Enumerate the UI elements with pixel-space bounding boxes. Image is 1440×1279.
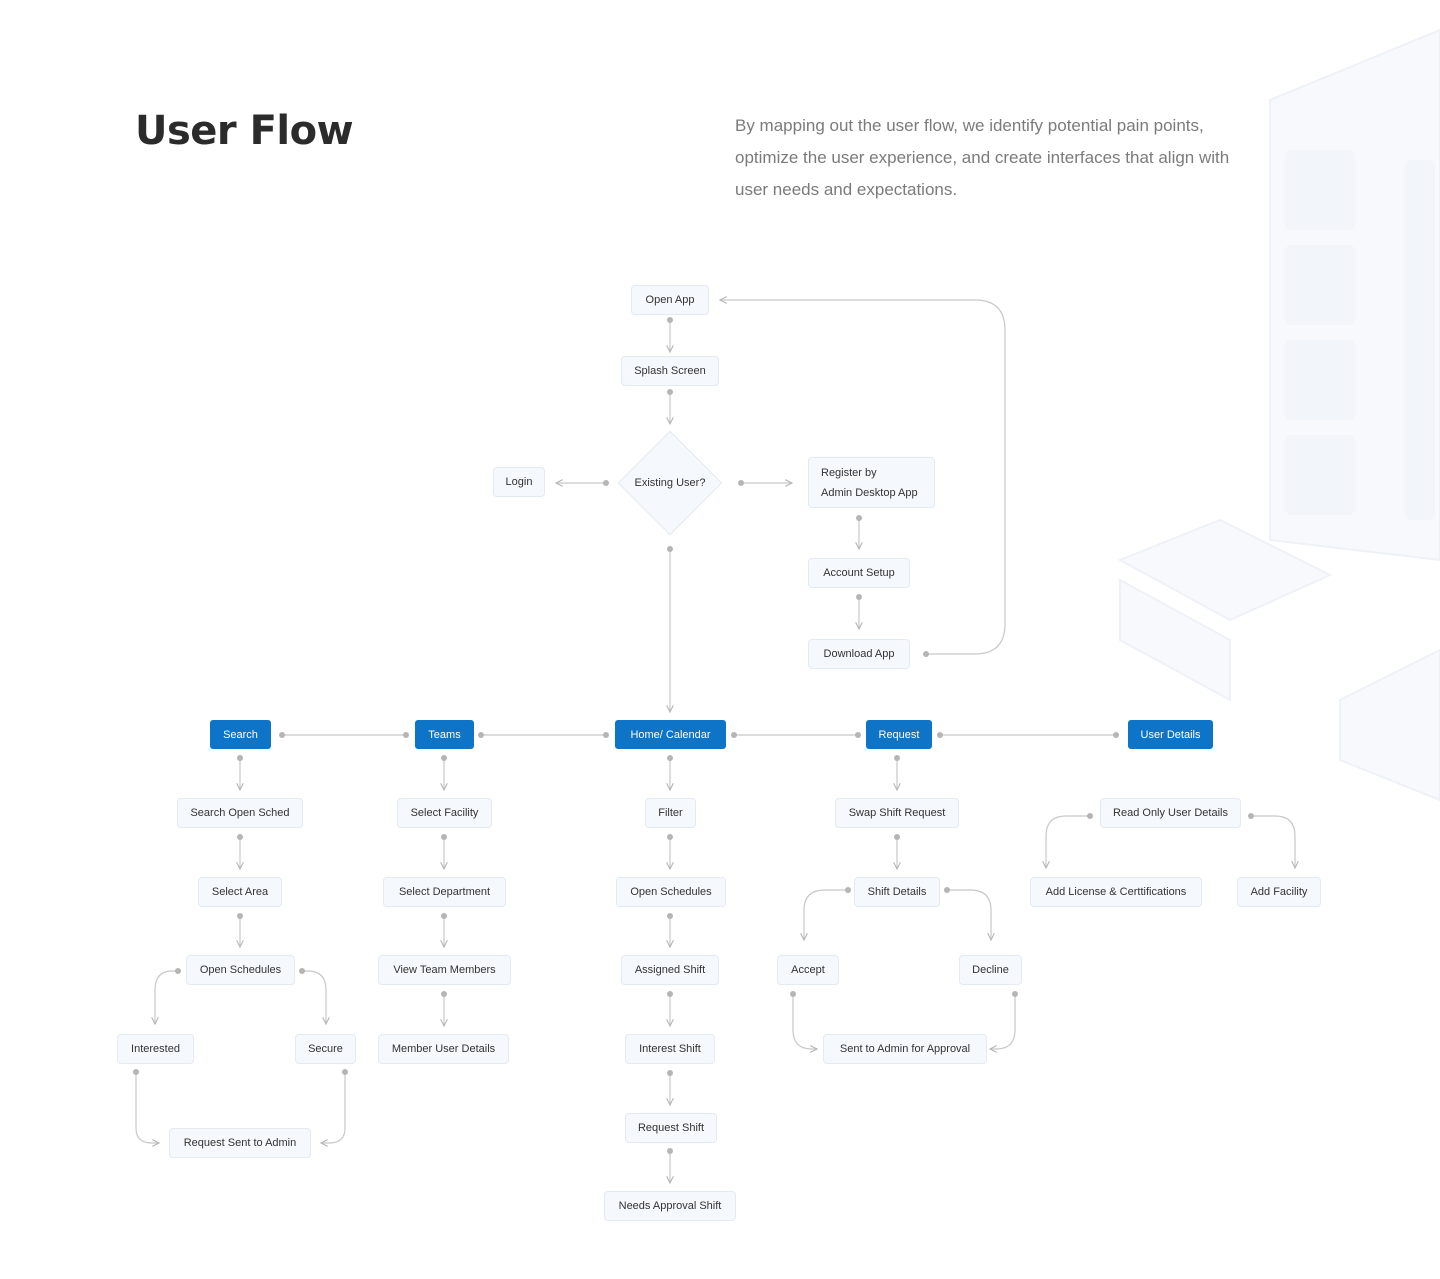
node-search: Search — [210, 720, 271, 749]
connector-dot — [237, 913, 243, 919]
node-filter: Filter — [645, 798, 696, 828]
connector-dot — [667, 317, 673, 323]
connector-shift-accept — [804, 889, 848, 940]
connector-dot — [441, 834, 447, 840]
connector-dot — [1012, 991, 1018, 997]
connector-dot — [937, 732, 943, 738]
connector-dot — [342, 1069, 348, 1075]
connector-dot — [894, 755, 900, 761]
connector-dot — [667, 1070, 673, 1076]
connector-dot — [237, 755, 243, 761]
node-open-schedules-home: Open Schedules — [616, 877, 726, 907]
node-interested: Interested — [117, 1034, 194, 1064]
connector-dot — [855, 732, 861, 738]
node-member-user-details: Member User Details — [378, 1034, 509, 1064]
node-request-shift: Request Shift — [625, 1113, 717, 1143]
connector-dot — [845, 887, 851, 893]
connector-dot — [1087, 813, 1093, 819]
node-search-open-sched: Search Open Sched — [177, 798, 303, 828]
connector-dot — [1248, 813, 1254, 819]
connector-dot — [603, 480, 609, 486]
connector-dot — [441, 755, 447, 761]
connector-download-openapp — [720, 300, 1006, 655]
node-register-admin-desktop: Register by Admin Desktop App — [808, 457, 935, 508]
node-swap-shift-request: Swap Shift Request — [835, 798, 959, 828]
node-add-facility: Add Facility — [1237, 877, 1321, 907]
node-add-license-certifications: Add License & Certtifications — [1030, 877, 1202, 907]
node-secure: Secure — [295, 1034, 356, 1064]
connector-accept-sent — [792, 994, 817, 1049]
connector-dot — [175, 968, 181, 974]
connector-open-secure — [302, 970, 326, 1024]
connector-dot — [667, 834, 673, 840]
connector-dot — [923, 651, 929, 657]
connector-dot — [403, 732, 409, 738]
node-needs-approval-shift: Needs Approval Shift — [604, 1191, 736, 1221]
connector-dot — [667, 546, 673, 552]
register-line-1: Register by — [821, 466, 877, 479]
node-select-facility: Select Facility — [397, 798, 492, 828]
page-title: User Flow — [135, 108, 354, 154]
connector-secure-request — [321, 1072, 346, 1143]
connector-interested-request — [135, 1072, 159, 1143]
connector-dot — [856, 594, 862, 600]
connector-dot — [237, 834, 243, 840]
connector-dot — [790, 991, 796, 997]
connector-dot — [1113, 732, 1119, 738]
node-user-details: User Details — [1128, 720, 1213, 749]
register-line-2: Admin Desktop App — [821, 486, 918, 499]
node-teams: Teams — [415, 720, 474, 749]
page-description: By mapping out the user flow, we identif… — [735, 116, 1230, 199]
connector-dot — [133, 1069, 139, 1075]
connector-dot — [667, 755, 673, 761]
node-sent-to-admin-for-approval: Sent to Admin for Approval — [823, 1034, 987, 1064]
node-accept: Accept — [777, 955, 839, 985]
node-read-only-user-details: Read Only User Details — [1100, 798, 1241, 828]
connector-dot — [478, 732, 484, 738]
node-request-sent-to-admin: Request Sent to Admin — [169, 1128, 311, 1158]
connector-readonly-license — [1046, 815, 1090, 868]
node-view-team-members: View Team Members — [378, 955, 511, 985]
node-select-area: Select Area — [198, 877, 282, 907]
node-download-app: Download App — [808, 639, 910, 669]
node-account-setup: Account Setup — [808, 558, 910, 588]
connector-dot — [667, 913, 673, 919]
connector-dot — [944, 887, 950, 893]
node-existing-user: Existing User? — [616, 429, 724, 537]
connector-dot — [667, 1148, 673, 1154]
connector-decline-sent — [990, 994, 1016, 1049]
node-home-calendar: Home/ Calendar — [615, 720, 726, 749]
connector-dot — [441, 991, 447, 997]
connector-dot — [738, 480, 744, 486]
connector-shift-decline — [947, 889, 991, 940]
node-assigned-shift: Assigned Shift — [621, 955, 719, 985]
connector-dot — [603, 732, 609, 738]
connector-dot — [856, 515, 862, 521]
connector-dot — [441, 913, 447, 919]
connector-readonly-facility — [1251, 815, 1295, 868]
node-splash-screen: Splash Screen — [621, 356, 719, 386]
connector-dot — [667, 991, 673, 997]
connector-dot — [667, 389, 673, 395]
node-interest-shift: Interest Shift — [625, 1034, 715, 1064]
connector-dot — [299, 968, 305, 974]
decision-label: Existing User? — [634, 477, 706, 489]
node-decline: Decline — [959, 955, 1022, 985]
connector-dot — [279, 732, 285, 738]
node-shift-details: Shift Details — [854, 877, 940, 907]
node-select-department: Select Department — [383, 877, 506, 907]
register-text: Register by Admin Desktop App — [821, 463, 918, 503]
node-login: Login — [493, 467, 545, 497]
node-open-app: Open App — [631, 285, 709, 315]
node-open-schedules-search: Open Schedules — [186, 955, 295, 985]
connector-open-interested — [155, 970, 178, 1024]
node-request: Request — [866, 720, 932, 749]
connector-dot — [894, 834, 900, 840]
connector-dot — [731, 732, 737, 738]
